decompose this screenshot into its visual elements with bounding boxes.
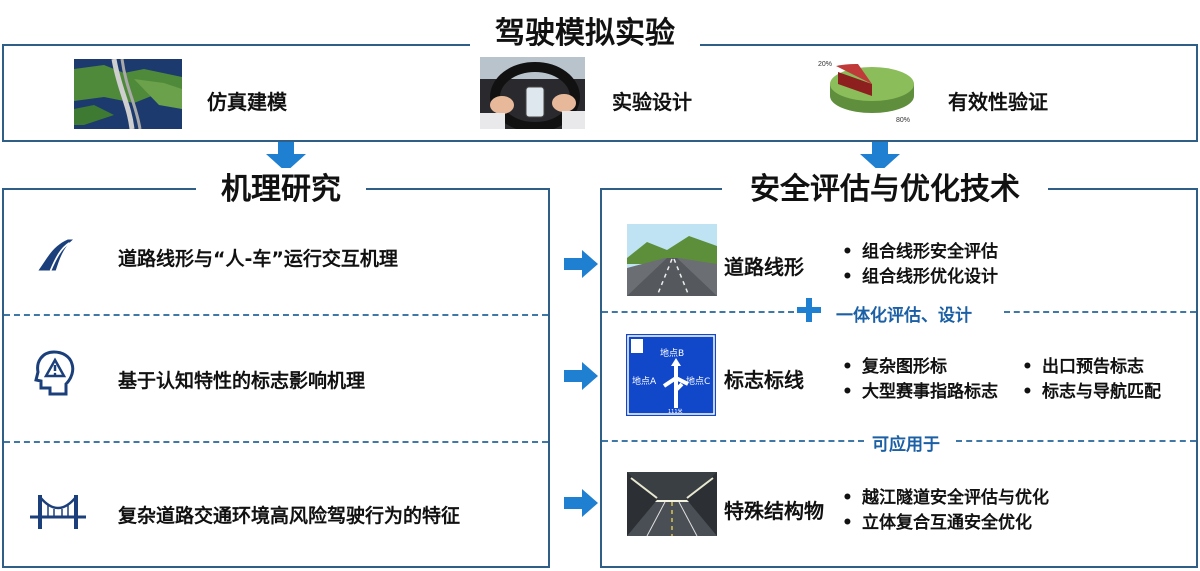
signs-markings-label: 标志标线	[724, 368, 804, 392]
left-row-2-text: 基于认知特性的标志影响机理	[118, 370, 366, 392]
applicable-label: 可应用于	[872, 435, 940, 455]
road-alignment-bullet-1: 组合线形安全评估	[842, 237, 998, 262]
road-alignment-bullet-2: 组合线形优化设计	[842, 262, 998, 287]
down-arrow-left	[266, 142, 306, 172]
right-divider-2b	[956, 440, 1196, 442]
left-divider-2	[4, 441, 548, 443]
left-panel	[2, 188, 550, 568]
tunnel-thumbnail	[627, 472, 717, 536]
down-arrow-right	[860, 142, 900, 172]
sign-distance: 111米	[668, 408, 683, 415]
road-sign-thumbnail: 地点B 地点A 地点C 111米	[626, 334, 716, 416]
structures-bullet-2: 立体复合互通安全优化	[842, 508, 1032, 533]
pie-label-20: 20%	[818, 61, 832, 68]
right-title: 安全评估与优化技术	[722, 168, 1048, 212]
special-structures-label: 特殊结构物	[724, 499, 824, 523]
validation-pie-chart: 20% 80%	[814, 54, 920, 128]
simulation-model-thumbnail	[74, 59, 182, 129]
sign-place-b: 地点B	[660, 347, 684, 359]
right-divider-2	[602, 440, 864, 442]
structures-bullet-1: 越江隧道安全评估与优化	[842, 483, 1049, 508]
road-alignment-label: 道路线形	[724, 255, 804, 279]
left-divider-1	[4, 314, 548, 316]
left-title: 机理研究	[196, 168, 366, 212]
right-arrow-2	[564, 362, 598, 390]
pie-label-80: 80%	[896, 117, 910, 124]
top-title: 驾驶模拟实验	[470, 12, 700, 56]
right-divider-1b	[1004, 311, 1196, 313]
road-alignment-thumbnail	[627, 224, 717, 296]
integrated-design-label: 一体化评估、设计	[836, 306, 972, 326]
left-row-1-text: 道路线形与“人-车”运行交互机理	[118, 248, 398, 270]
right-arrow-3	[564, 489, 598, 517]
experiment-design-thumbnail	[480, 57, 585, 129]
validation-label: 有效性验证	[948, 90, 1048, 114]
simulation-modeling-label: 仿真建模	[207, 90, 287, 114]
bridge-icon	[30, 495, 86, 529]
signs-bullet-2: 出口预告标志	[1022, 352, 1144, 377]
signs-bullet-3: 大型赛事指路标志	[842, 377, 998, 402]
signs-bullet-4: 标志与导航匹配	[1022, 377, 1161, 402]
road-curve-icon	[38, 239, 73, 271]
right-divider-1	[602, 311, 794, 313]
signs-bullet-1: 复杂图形标	[842, 352, 947, 377]
head-warning-icon	[34, 350, 75, 396]
sign-place-c: 地点C	[686, 375, 710, 387]
experiment-design-label: 实验设计	[612, 90, 692, 114]
plus-icon	[797, 298, 821, 322]
left-row-3-text: 复杂道路交通环境高风险驾驶行为的特征	[118, 505, 461, 527]
right-arrow-1	[564, 250, 598, 278]
sign-place-a: 地点A	[632, 375, 657, 387]
